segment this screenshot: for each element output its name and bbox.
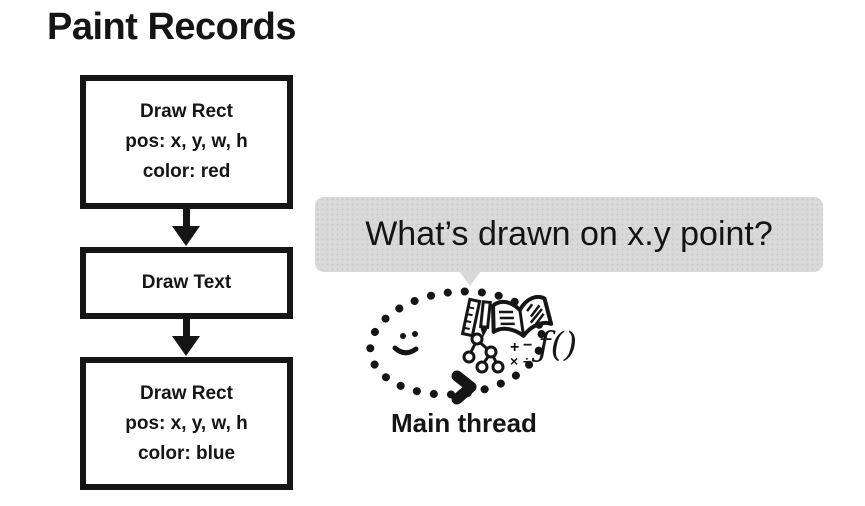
svg-text:+: + (510, 339, 519, 356)
box-line: Draw Rect (140, 101, 233, 122)
function-icon: ƒ() (531, 325, 577, 365)
speech-bubble: What’s drawn on x.y point? (315, 197, 823, 272)
speech-bubble-tail (459, 271, 481, 286)
svg-text:×: × (510, 353, 518, 369)
page-title: Paint Records (47, 6, 297, 48)
down-arrow-stem (183, 209, 190, 227)
ruler-icon (460, 297, 482, 338)
paint-record-box-draw-rect-blue: Draw Rect pos: x, y, w, h color: blue (80, 357, 293, 490)
pencil-icon (479, 300, 492, 338)
paint-record-box-draw-text: Draw Text (80, 247, 293, 319)
main-thread-label: Main thread (391, 408, 537, 438)
main-thread-doodle: + − × ÷ ƒ() (366, 287, 577, 405)
box-line: Draw Rect (140, 382, 233, 404)
svg-text:−: − (523, 337, 532, 354)
down-arrow-stem (183, 319, 190, 337)
box-line: color: blue (137, 442, 236, 464)
math-symbols-icon: + − × ÷ (510, 337, 532, 369)
box-line: pos: x, y, w, h (125, 412, 248, 434)
box-line: Draw Text (141, 272, 232, 293)
svg-text:÷: ÷ (523, 353, 531, 369)
down-arrow-icon (172, 226, 200, 246)
chevron-arrow-icon (451, 370, 477, 405)
box-line: color: red (142, 161, 231, 182)
smiley-face-icon (392, 331, 419, 356)
dotted-loop-icon (366, 287, 546, 399)
tree-diagram-icon (462, 332, 505, 374)
down-arrow-icon (172, 336, 200, 356)
box-line: pos: x, y, w, h (125, 131, 248, 152)
paint-record-box-draw-rect-red: Draw Rect pos: x, y, w, h color: red (80, 75, 293, 209)
speech-bubble-text: What’s drawn on x.y point? (365, 215, 773, 253)
open-book-icon (491, 294, 554, 338)
svg-text:ƒ(): ƒ() (531, 325, 577, 365)
